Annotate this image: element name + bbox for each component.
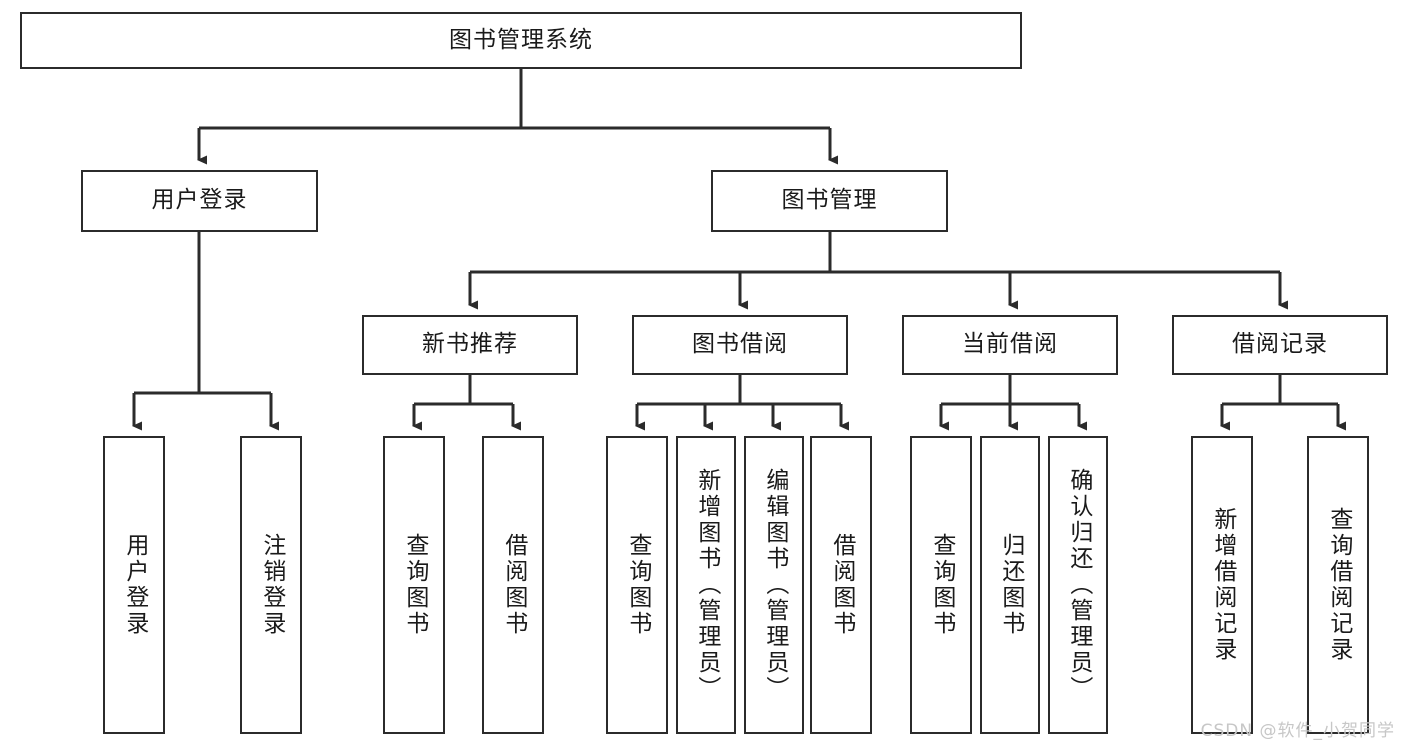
leaf-logout[interactable]: 注销登录 [240, 436, 302, 734]
leaf-query-book-1[interactable]: 查询图书 [383, 436, 445, 734]
node-user-login[interactable]: 用户登录 [81, 170, 318, 232]
leaf-edit-book-admin-label: 编辑图书（管理员） [761, 468, 788, 702]
leaf-query-book-3[interactable]: 查询图书 [910, 436, 972, 734]
node-borrow-record-label: 借阅记录 [1232, 331, 1328, 358]
leaf-user-login[interactable]: 用户登录 [103, 436, 165, 734]
node-current-borrow-label: 当前借阅 [962, 331, 1058, 358]
leaf-confirm-return-admin-label: 确认归还（管理员） [1065, 468, 1092, 702]
leaf-add-borrow-record-label: 新增借阅记录 [1209, 507, 1236, 663]
leaf-return-book-label: 归还图书 [997, 533, 1024, 637]
leaf-query-borrow-record-label: 查询借阅记录 [1325, 507, 1352, 663]
node-root[interactable]: 图书管理系统 [20, 12, 1022, 69]
node-book-borrow-label: 图书借阅 [692, 331, 788, 358]
leaf-borrow-book-1-label: 借阅图书 [500, 533, 527, 637]
node-book-management-label: 图书管理 [781, 187, 878, 214]
node-root-label: 图书管理系统 [449, 26, 593, 53]
node-borrow-record[interactable]: 借阅记录 [1172, 315, 1388, 375]
leaf-query-book-3-label: 查询图书 [928, 533, 955, 637]
leaf-query-book-2[interactable]: 查询图书 [606, 436, 668, 734]
leaf-query-borrow-record[interactable]: 查询借阅记录 [1307, 436, 1369, 734]
leaf-borrow-book-1[interactable]: 借阅图书 [482, 436, 544, 734]
leaf-borrow-book-2-label: 借阅图书 [828, 533, 855, 637]
node-book-borrow[interactable]: 图书借阅 [632, 315, 848, 375]
node-new-book-recommend-label: 新书推荐 [422, 331, 518, 358]
leaf-query-book-2-label: 查询图书 [624, 533, 651, 637]
node-user-login-label: 用户登录 [151, 187, 248, 214]
leaf-confirm-return-admin[interactable]: 确认归还（管理员） [1048, 436, 1108, 734]
csdn-watermark: CSDN @软件_小贺同学 [1200, 721, 1395, 741]
leaf-logout-label: 注销登录 [258, 533, 285, 637]
leaf-query-book-1-label: 查询图书 [401, 533, 428, 637]
leaf-add-borrow-record[interactable]: 新增借阅记录 [1191, 436, 1253, 734]
node-book-management[interactable]: 图书管理 [711, 170, 948, 232]
leaf-edit-book-admin[interactable]: 编辑图书（管理员） [744, 436, 804, 734]
leaf-user-login-label: 用户登录 [121, 533, 148, 637]
leaf-return-book[interactable]: 归还图书 [980, 436, 1040, 734]
leaf-borrow-book-2[interactable]: 借阅图书 [810, 436, 872, 734]
node-current-borrow[interactable]: 当前借阅 [902, 315, 1118, 375]
node-new-book-recommend[interactable]: 新书推荐 [362, 315, 578, 375]
leaf-add-book-admin[interactable]: 新增图书（管理员） [676, 436, 736, 734]
leaf-add-book-admin-label: 新增图书（管理员） [693, 468, 720, 702]
